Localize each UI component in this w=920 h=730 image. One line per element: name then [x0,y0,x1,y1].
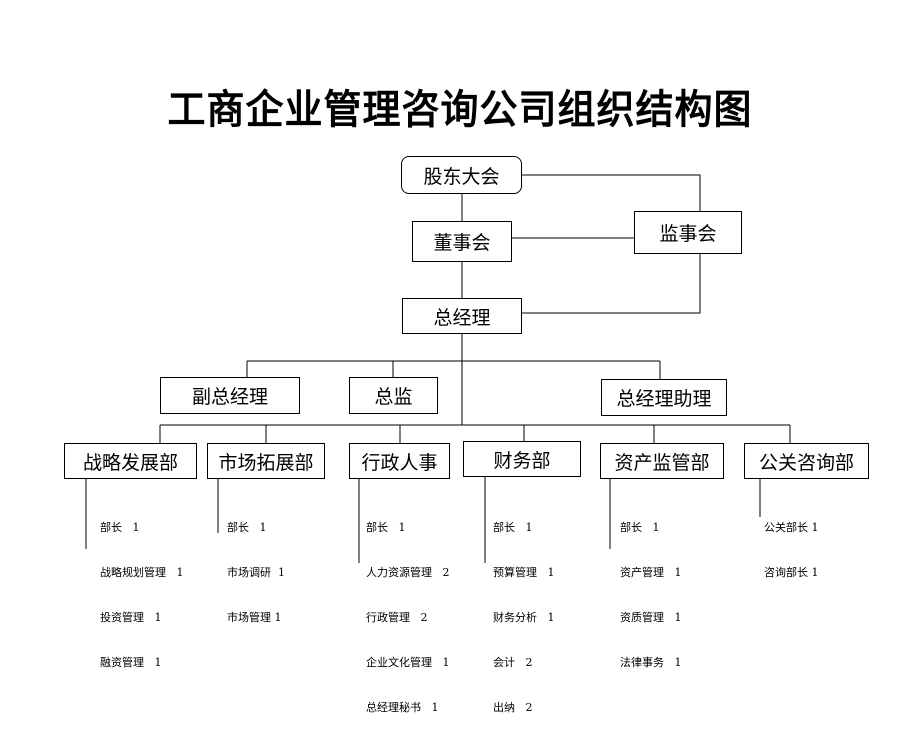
list-item: 部长 1 [493,521,533,534]
list-item: 法律事务 1 [620,656,682,669]
list-item: 企业文化管理 1 [366,656,450,669]
list-item: 资产管理 1 [620,566,682,579]
node-supervisors: 监事会 [634,211,742,254]
dept-list-1: 部长 1 战略规划管理 1 投资管理 1 融资管理 1 [100,490,184,685]
list-item: 市场管理 1 [227,611,282,624]
node-shareholders: 股东大会 [401,156,522,194]
node-general-manager: 总经理 [402,298,522,334]
dept-box-1: 战略发展部 [64,443,197,479]
dept-box-3: 行政人事 [349,443,450,479]
list-item: 部长 1 [100,521,140,534]
list-item: 部长 1 [620,521,660,534]
list-item: 预算管理 1 [493,566,555,579]
list-item: 融资管理 1 [100,656,162,669]
chart-title: 工商企业管理咨询公司组织结构图 [167,85,753,133]
dept-list-4: 部长 1 预算管理 1 财务分析 1 会计 2 出纳 2 [493,490,555,730]
list-item: 战略规划管理 1 [100,566,184,579]
dept-list-5: 部长 1 资产管理 1 资质管理 1 法律事务 1 [620,490,682,685]
dept-list-6: 公关部长 1 咨询部长 1 [764,490,819,595]
dept-box-5: 资产监管部 [600,443,724,479]
line-shareholders-supervisors [522,174,701,211]
node-gm-assistant: 总经理助理 [601,379,727,416]
list-item: 会计 2 [493,656,533,669]
list-item: 投资管理 1 [100,611,162,624]
connector-lines [85,174,791,563]
list-item: 咨询部长 1 [764,566,819,579]
dept-box-4: 财务部 [463,441,581,477]
dept-list-3: 部长 1 人力资源管理 2 行政管理 2 企业文化管理 1 总经理秘书 1 [366,490,450,730]
node-director: 总监 [349,377,438,414]
list-item: 部长 1 [227,521,267,534]
line-supervisors-gm [522,254,701,314]
node-board: 董事会 [412,221,512,262]
list-item: 部长 1 [366,521,406,534]
dept-list-2: 部长 1 市场调研 1 市场管理 1 [227,490,285,640]
list-item: 公关部长 1 [764,521,819,534]
node-deputy-gm: 副总经理 [160,377,300,414]
dept-box-2: 市场拓展部 [207,443,325,479]
list-item: 总经理秘书 1 [366,701,439,714]
list-item: 行政管理 2 [366,611,428,624]
list-item: 财务分析 1 [493,611,555,624]
list-item: 出纳 2 [493,701,533,714]
list-item: 人力资源管理 2 [366,566,450,579]
dept-box-6: 公关咨询部 [744,443,869,479]
list-item: 资质管理 1 [620,611,682,624]
list-item: 市场调研 1 [227,566,285,579]
